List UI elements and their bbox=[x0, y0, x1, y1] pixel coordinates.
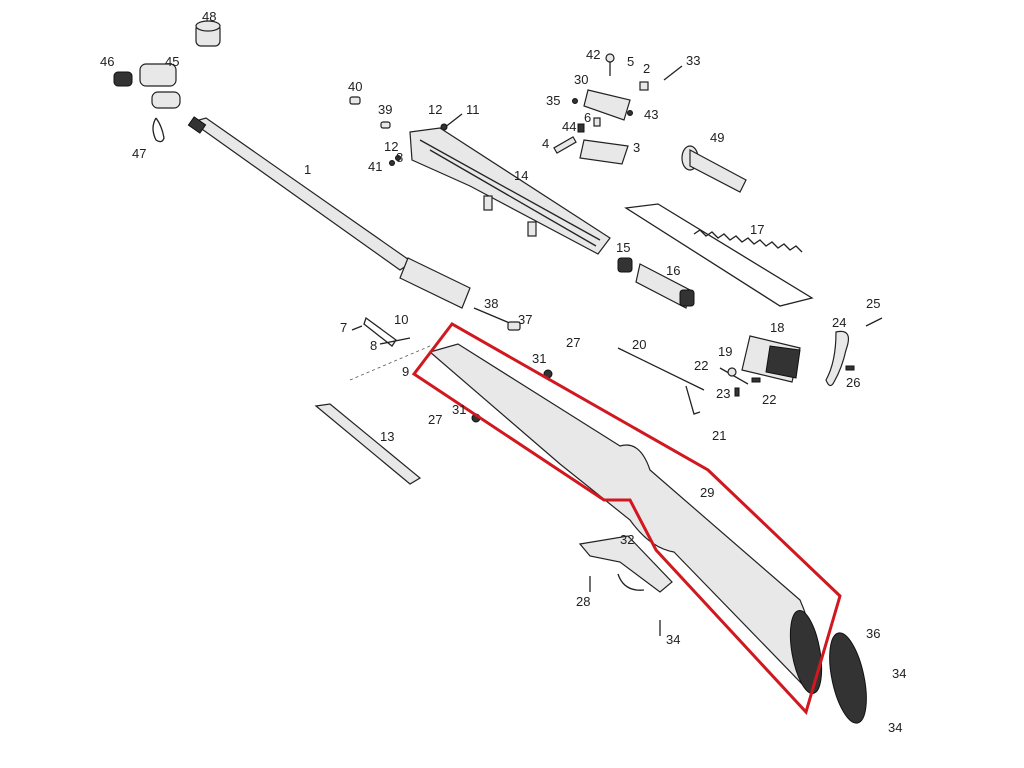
label-38: 38 bbox=[484, 296, 498, 311]
label-34a: 34 bbox=[666, 632, 680, 647]
part-36-buttpad bbox=[829, 632, 867, 724]
part-19-22-23 bbox=[719, 367, 761, 397]
part-13-rail bbox=[314, 403, 422, 485]
label-22b: 22 bbox=[762, 392, 776, 407]
label-32: 32 bbox=[620, 532, 634, 547]
label-33: 33 bbox=[686, 53, 700, 68]
label-36: 36 bbox=[866, 626, 880, 641]
label-9: 9 bbox=[402, 364, 409, 379]
label-30: 30 bbox=[574, 72, 588, 87]
label-5: 5 bbox=[627, 54, 634, 69]
label-8b: 8 bbox=[370, 338, 377, 353]
screws-28-34 bbox=[589, 576, 661, 636]
label-4: 4 bbox=[542, 136, 549, 151]
label-44: 44 bbox=[562, 119, 576, 134]
label-16: 16 bbox=[666, 263, 680, 278]
label-43: 43 bbox=[644, 107, 658, 122]
part-32-trigger-guard bbox=[578, 535, 673, 593]
part-15-16-bolt bbox=[617, 257, 695, 309]
label-24: 24 bbox=[832, 315, 846, 330]
part-20-21-trigger bbox=[617, 347, 705, 415]
label-41: 41 bbox=[368, 159, 382, 174]
highlight-outline bbox=[411, 322, 842, 715]
label-25: 25 bbox=[866, 296, 880, 311]
label-34c: 34 bbox=[888, 720, 902, 735]
label-42: 42 bbox=[586, 47, 600, 62]
part-47-clip bbox=[152, 117, 165, 143]
label-31a: 31 bbox=[532, 351, 546, 366]
label-17: 17 bbox=[750, 222, 764, 237]
label-49: 49 bbox=[710, 130, 724, 145]
label-45: 45 bbox=[165, 54, 179, 69]
part-37-38-pins bbox=[473, 307, 521, 331]
label-28: 28 bbox=[576, 594, 590, 609]
callout-labels: 48 46 45 47 1 40 39 12 11 12 41 8 14 42 … bbox=[100, 9, 906, 735]
label-29: 29 bbox=[700, 485, 714, 500]
label-21: 21 bbox=[712, 428, 726, 443]
label-39: 39 bbox=[378, 102, 392, 117]
label-37: 37 bbox=[518, 312, 532, 327]
part-24-25-26 bbox=[825, 317, 883, 387]
label-46: 46 bbox=[100, 54, 114, 69]
label-11: 11 bbox=[466, 102, 480, 117]
label-12b: 12 bbox=[384, 139, 398, 154]
label-12a: 12 bbox=[428, 102, 442, 117]
small-pins-40-41 bbox=[349, 96, 463, 166]
part-17-spring bbox=[624, 203, 814, 307]
part-45-46-muzzle bbox=[113, 63, 181, 109]
label-22a: 22 bbox=[694, 358, 708, 373]
label-1: 1 bbox=[304, 162, 311, 177]
label-35: 35 bbox=[546, 93, 560, 108]
label-27b: 27 bbox=[428, 412, 442, 427]
label-14: 14 bbox=[514, 168, 528, 183]
part-1-barrel bbox=[187, 116, 471, 309]
part-29-stock bbox=[428, 343, 823, 694]
label-13: 13 bbox=[380, 429, 394, 444]
label-34b: 34 bbox=[892, 666, 906, 681]
label-31b: 31 bbox=[452, 402, 466, 417]
part-14-receiver bbox=[409, 127, 611, 255]
label-10: 10 bbox=[394, 312, 408, 327]
label-20: 20 bbox=[632, 337, 646, 352]
part-7-8-9-10 bbox=[349, 316, 431, 381]
label-2: 2 bbox=[643, 61, 650, 76]
label-8a: 8 bbox=[396, 150, 403, 165]
part-49-guide bbox=[681, 145, 747, 193]
label-18: 18 bbox=[770, 320, 784, 335]
label-40: 40 bbox=[348, 79, 362, 94]
label-26: 26 bbox=[846, 375, 860, 390]
label-48: 48 bbox=[202, 9, 216, 24]
label-15: 15 bbox=[616, 240, 630, 255]
trigger-housing-group bbox=[553, 53, 683, 165]
label-23: 23 bbox=[716, 386, 730, 401]
label-47: 47 bbox=[132, 146, 146, 161]
part-48-cap bbox=[195, 20, 221, 47]
label-19: 19 bbox=[718, 344, 732, 359]
label-27a: 27 bbox=[566, 335, 580, 350]
part-18-block bbox=[741, 335, 801, 383]
label-7: 7 bbox=[340, 320, 347, 335]
label-6: 6 bbox=[584, 110, 591, 125]
label-3: 3 bbox=[633, 140, 640, 155]
